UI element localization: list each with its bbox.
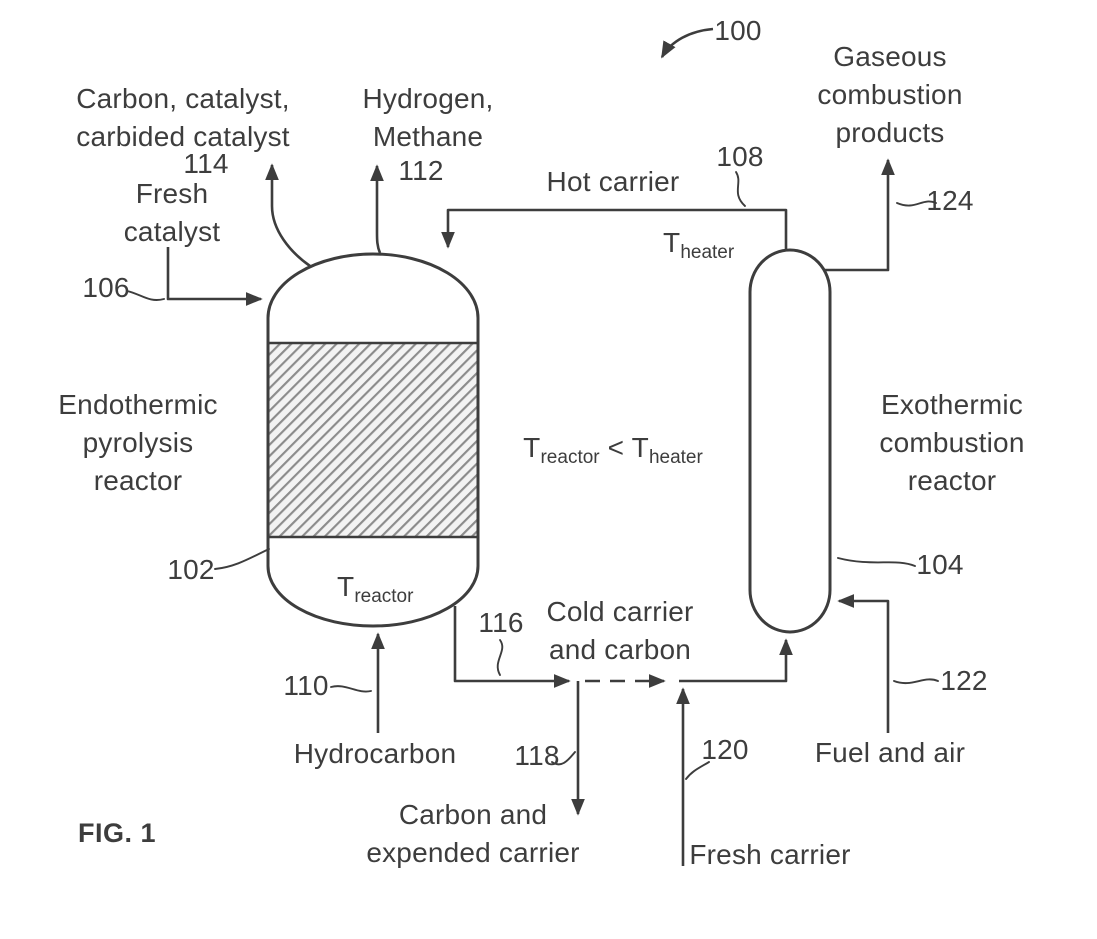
hydrogen-methane-outlet-line	[370, 164, 384, 254]
label-line: Exothermic	[880, 389, 1024, 420]
cold-carrier-line-left	[453, 606, 571, 688]
t-subscript-reactor: reactor	[540, 447, 600, 468]
t-symbol: T	[523, 432, 541, 463]
label-line: Methane	[372, 121, 484, 152]
ref-110: 110	[283, 670, 329, 701]
gaseous-products-line	[824, 158, 895, 272]
ref-118-leader	[551, 751, 576, 766]
t-subscript-heater: heater	[648, 447, 703, 468]
label-fresh-carrier: Fresh carrier	[689, 839, 851, 870]
label-exothermic-combustion-reactor: Exothermic combustion reactor	[879, 386, 1024, 500]
ref-108: 108	[716, 141, 764, 172]
ref-104-leader	[837, 557, 916, 567]
t-subscript-heater: heater	[680, 242, 735, 263]
ref-114: 114	[183, 148, 229, 179]
ref-124: 124	[926, 185, 974, 216]
carbon-catalyst-outlet-line	[265, 163, 311, 268]
label-hot-carrier: Hot carrier	[546, 166, 680, 197]
label-carbon-catalyst: Carbon, catalyst, carbided catalyst	[76, 80, 290, 156]
hot-carrier-line	[441, 208, 788, 251]
t-subscript-reactor: reactor	[354, 586, 414, 607]
ref-122: 122	[940, 665, 988, 696]
ref-100-pointer-arrow	[660, 27, 714, 59]
label-t-reactor: Treactor	[337, 568, 413, 606]
label-hydrocarbon: Hydrocarbon	[293, 738, 457, 769]
figure-caption: FIG. 1	[78, 818, 157, 848]
label-line: Cold carrier	[546, 596, 694, 627]
label-line: products	[835, 117, 945, 148]
label-line: catalyst	[123, 216, 221, 247]
label-line: combustion	[879, 427, 1025, 458]
label-line: reactor	[93, 465, 183, 496]
ref-112: 112	[398, 155, 444, 186]
label-endothermic-pyrolysis-reactor: Endothermic pyrolysis reactor	[58, 386, 217, 500]
ref-124-leader	[896, 200, 937, 207]
ref-118: 118	[514, 740, 560, 771]
label-fresh-catalyst: Fresh catalyst	[124, 175, 221, 251]
label-carbon-and-expended-carrier: Carbon and expended carrier	[366, 796, 579, 872]
label-line: expended carrier	[366, 837, 580, 868]
ref-122-leader	[893, 678, 939, 685]
ref-120: 120	[701, 734, 749, 765]
label-fuel-and-air: Fuel and air	[814, 737, 966, 768]
label-line: combustion	[817, 79, 963, 110]
label-line: Fresh	[135, 178, 209, 209]
ref-102: 102	[167, 554, 215, 585]
ref-116-leader	[496, 639, 504, 676]
label-line: Endothermic	[58, 389, 218, 420]
label-t-heater: Theater	[663, 224, 734, 262]
ref-100: 100	[714, 15, 762, 46]
label-line: and carbon	[548, 634, 692, 665]
ref-120-leader	[685, 761, 710, 780]
label-gaseous-combustion-products: Gaseous combustion products	[817, 38, 962, 152]
label-cold-carrier-and-carbon: Cold carrier and carbon	[546, 593, 693, 669]
ref-104: 104	[916, 549, 964, 580]
t-symbol: T	[663, 227, 681, 258]
label-line: Carbon and	[398, 799, 548, 830]
t-symbol: T	[337, 571, 355, 602]
label-line: Gaseous	[833, 41, 947, 72]
label-line: reactor	[907, 465, 997, 496]
label-line: Hydrogen,	[362, 83, 494, 114]
less-than-operator: <	[599, 432, 632, 463]
fresh-catalyst-inlet-line	[166, 247, 263, 306]
label-line: carbided catalyst	[76, 121, 290, 152]
t-symbol: T	[631, 432, 649, 463]
label-temperature-comparison: Treactor < Theater	[523, 429, 703, 467]
combustion-reactor-vessel	[748, 248, 832, 634]
ref-106-leader	[126, 290, 165, 301]
label-line: Carbon, catalyst,	[76, 83, 290, 114]
catalyst-bed-hatched-region	[269, 343, 477, 537]
ref-102-leader	[214, 548, 270, 570]
ref-116: 116	[478, 607, 524, 638]
ref-110-leader	[330, 685, 372, 693]
ref-108-leader	[735, 171, 746, 207]
label-hydrogen-methane: Hydrogen, Methane	[363, 80, 494, 156]
ref-106: 106	[82, 272, 130, 303]
fuel-air-inlet-line	[837, 594, 890, 733]
cold-carrier-line-right	[679, 638, 793, 683]
label-line: pyrolysis	[82, 427, 194, 458]
